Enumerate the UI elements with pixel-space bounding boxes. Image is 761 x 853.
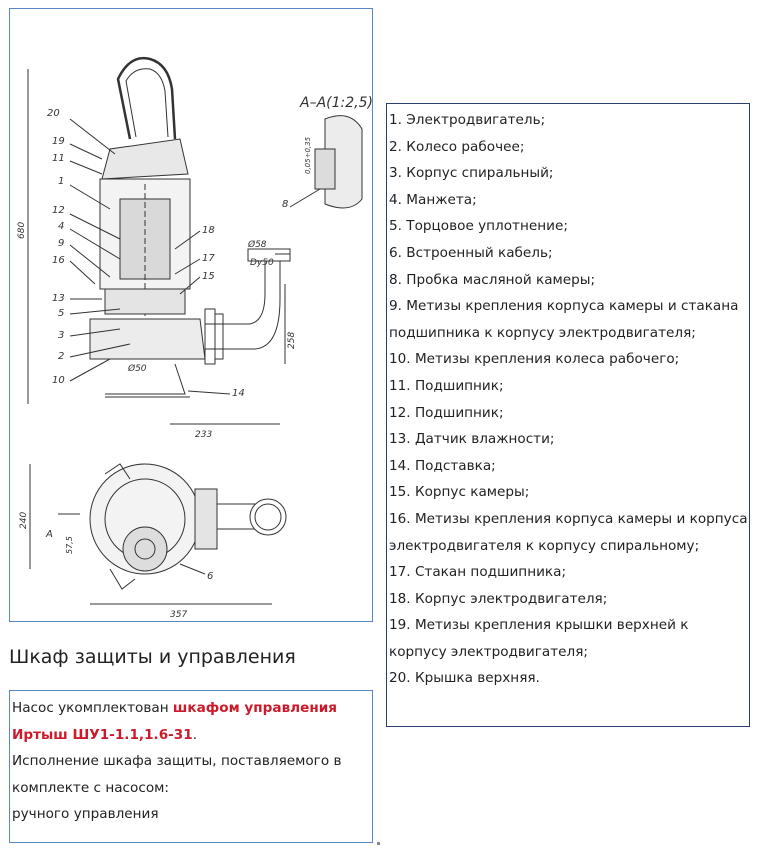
list-item: 14. Подставка; xyxy=(389,457,496,474)
svg-text:57,5: 57,5 xyxy=(65,536,74,554)
list-item: 15. Корпус камеры; xyxy=(389,484,530,501)
svg-text:14: 14 xyxy=(232,388,245,399)
list-item: 6. Встроенный кабель; xyxy=(389,244,553,261)
svg-text:3: 3 xyxy=(58,330,64,341)
info-line-execution: Исполнение шкафа защиты, поставляемого в… xyxy=(12,753,342,796)
svg-text:20: 20 xyxy=(47,108,60,119)
svg-text:Dy50: Dy50 xyxy=(250,258,274,268)
svg-text:10: 10 xyxy=(52,375,65,386)
list-item: 12. Подшипник; xyxy=(389,404,504,421)
svg-text:A: A xyxy=(45,529,53,540)
info-box: Насос укомплектован шкафом управления Ир… xyxy=(9,690,373,843)
list-item: 10. Метизы крепления колеса рабочего; xyxy=(389,351,680,368)
list-item: 13. Датчик влажности; xyxy=(389,431,555,448)
pump-drawing-svg: A–A(1:2,5) 20 19 11 1 12 4 9 16 13 5 3 2… xyxy=(17,56,373,620)
svg-text:258: 258 xyxy=(287,332,297,349)
svg-text:0,05÷0,35: 0,05÷0,35 xyxy=(304,136,312,174)
list-item: 16. Метизы крепления корпуса камеры и ко… xyxy=(389,510,748,554)
svg-text:18: 18 xyxy=(202,225,215,236)
svg-text:5: 5 xyxy=(58,308,64,319)
svg-text:16: 16 xyxy=(52,255,65,266)
list-item: 19. Метизы крепления крышки верхней к ко… xyxy=(389,617,689,660)
list-item: 9. Метизы крепления корпуса камеры и ста… xyxy=(389,298,739,341)
corner-mark xyxy=(377,842,380,845)
svg-text:6: 6 xyxy=(207,571,213,582)
list-item: 20. Крышка верхняя. xyxy=(389,670,540,687)
svg-text:9: 9 xyxy=(58,238,64,249)
info-intro: Насос укомплектован xyxy=(12,700,173,716)
list-item: 2. Колесо рабочее; xyxy=(389,138,525,155)
list-item: 11. Подшипник; xyxy=(389,377,504,394)
info-line-manual: ручного управления xyxy=(12,806,159,822)
svg-text:680: 680 xyxy=(17,222,27,239)
svg-text:19: 19 xyxy=(52,136,65,147)
svg-text:8: 8 xyxy=(282,199,288,210)
section-label: A–A(1:2,5) xyxy=(299,95,373,111)
cabinet-link[interactable]: шкафом управления Иртыш ШУ1-1.1,1.6-31 xyxy=(12,700,337,743)
list-item: 5. Торцовое уплотнение; xyxy=(389,218,568,235)
parts-list: 1. Электродвигатель; 2. Колесо рабочее; … xyxy=(386,103,750,727)
list-item: 3. Корпус спиральный; xyxy=(389,165,554,182)
svg-text:Ø50: Ø50 xyxy=(127,363,147,374)
svg-text:Ø58: Ø58 xyxy=(247,239,267,250)
svg-text:4: 4 xyxy=(58,221,64,232)
list-item: 17. Стакан подшипника; xyxy=(389,564,567,581)
list-item: 1. Электродвигатель; xyxy=(389,112,546,128)
svg-text:11: 11 xyxy=(52,153,65,164)
svg-text:1: 1 xyxy=(58,176,64,187)
svg-text:17: 17 xyxy=(202,253,215,264)
svg-text:233: 233 xyxy=(195,430,212,440)
list-item: 18. Корпус электродвигателя; xyxy=(389,590,608,607)
svg-text:15: 15 xyxy=(202,271,215,282)
info-period: . xyxy=(192,726,198,743)
technical-drawing: A–A(1:2,5) 20 19 11 1 12 4 9 16 13 5 3 2… xyxy=(9,8,373,622)
list-item: 4. Манжета; xyxy=(389,191,477,208)
list-item: 8. Пробка масляной камеры; xyxy=(389,271,596,288)
svg-text:240: 240 xyxy=(19,512,29,529)
svg-text:357: 357 xyxy=(170,610,187,620)
svg-text:2: 2 xyxy=(58,351,64,362)
svg-text:13: 13 xyxy=(52,293,65,304)
section-heading: Шкаф защиты и управления xyxy=(9,646,296,668)
svg-text:12: 12 xyxy=(52,205,65,216)
